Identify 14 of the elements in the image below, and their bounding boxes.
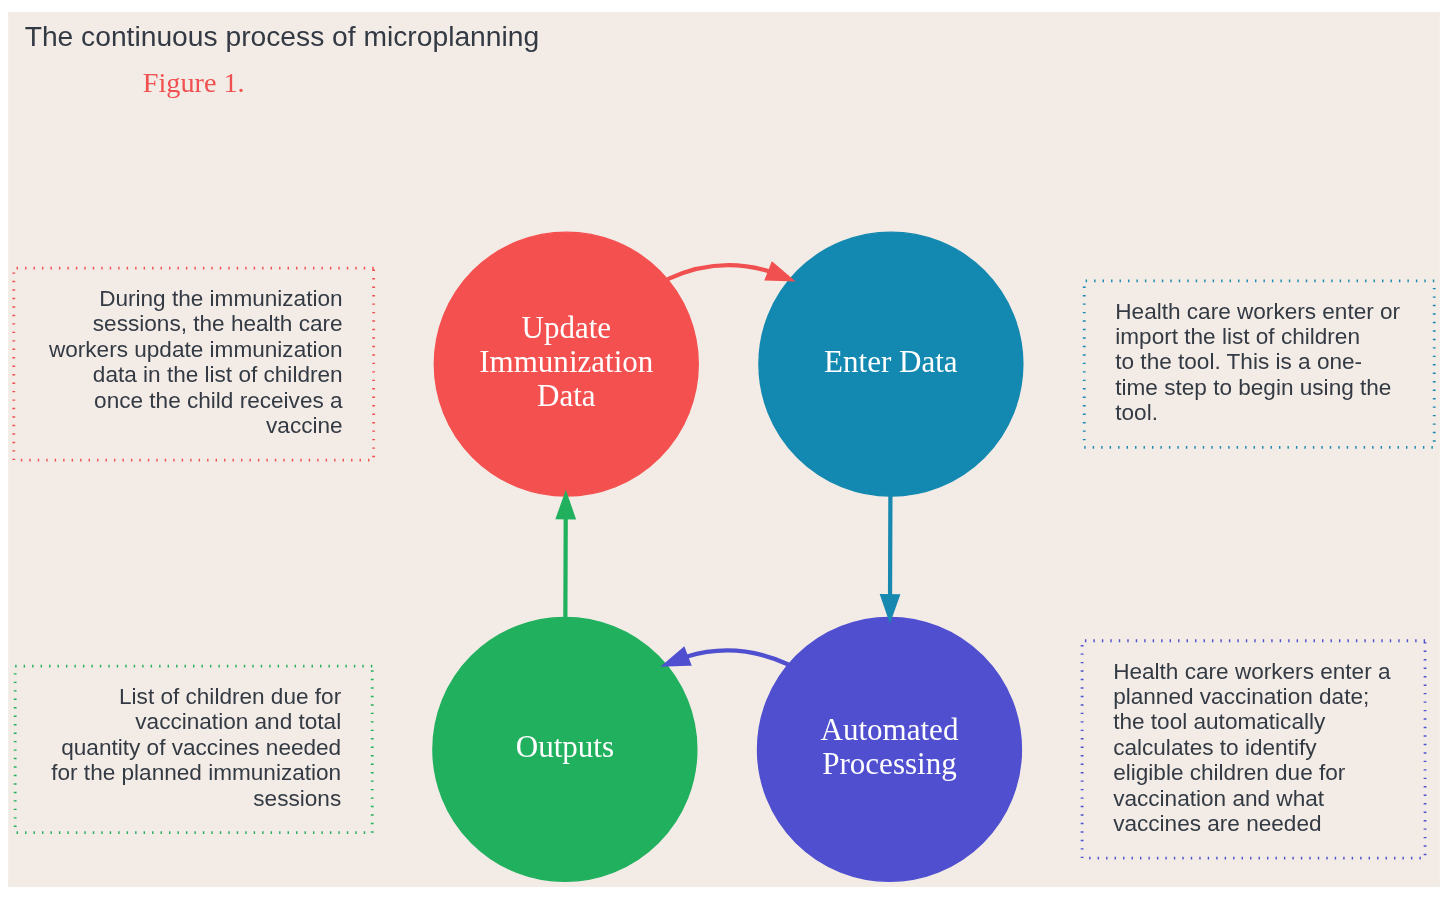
arrow <box>555 489 577 617</box>
node-box: Health care workers enter a planned vaccination date; the tool automatically calculates to identify eligible children due for vaccination and what vaccines are needed <box>1080 638 1427 859</box>
node-box: List of children due for vaccination and total quantity of vaccines needed for the planned immunization sessions <box>13 664 374 834</box>
node-circle: Enter Data <box>758 230 1024 497</box>
node-box: Health care workers enter or import the list of children to the tool. This is a one-time step to begin using the tool. <box>1082 278 1436 449</box>
arrow <box>666 260 796 281</box>
diagram-title: The continuous process of microplanning <box>24 19 540 52</box>
node-box: During the immunization sessions, the health care workers update immunization data in the list of children once the child receives a vaccine <box>12 266 376 461</box>
label: Figure 1. <box>142 66 245 98</box>
arrow <box>879 495 901 624</box>
arrow <box>660 645 790 667</box>
node-circle: Automated Processing <box>756 616 1023 882</box>
node-circle: Update Immunization Data <box>433 230 699 497</box>
node-circle: Outputs <box>432 616 698 882</box>
